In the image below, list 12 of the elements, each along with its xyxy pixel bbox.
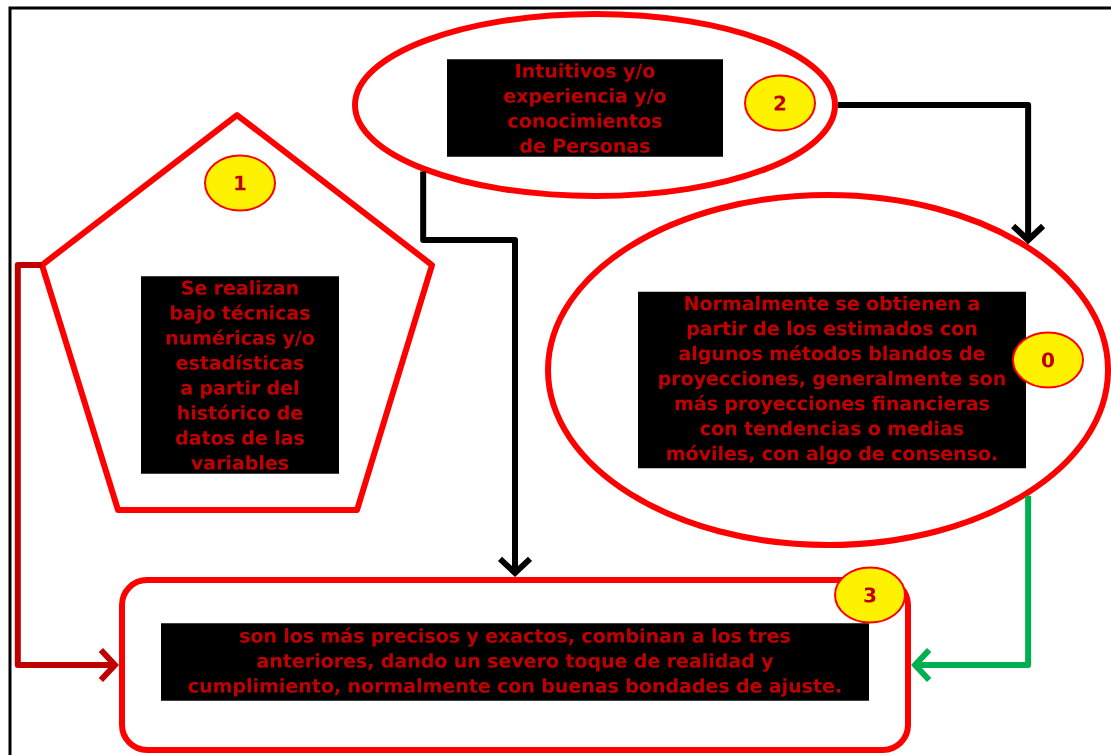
number-badge: 2 xyxy=(744,74,816,132)
number-badge: 3 xyxy=(834,566,906,624)
arrow xyxy=(420,171,533,577)
number-badge: 0 xyxy=(1012,331,1084,389)
arrow xyxy=(14,262,119,683)
highlighted-text: Se realizan bajo técnicas numéricas y/o estadísticas a partir del histórico de datos de las variables xyxy=(141,276,339,474)
arrow xyxy=(911,495,1032,683)
arrow xyxy=(838,102,1046,245)
highlighted-text: Normalmente se obtienen a partir de los estimados con algunos métodos blandos de proyecciones, generalmente son más proyecciones financieras con tendencias o medias móviles, con algo de consenso. xyxy=(638,291,1026,469)
highlighted-text: Intuitivos y/o experiencia y/o conocimientos de Personas xyxy=(447,59,723,157)
number-badge: 1 xyxy=(204,154,276,212)
highlighted-text: son los más precisos y exactos, combinan a los tres anteriores, dando un severo toque de realidad y cumplimiento, normalmente con buenas bondades de ajuste. xyxy=(161,623,869,701)
